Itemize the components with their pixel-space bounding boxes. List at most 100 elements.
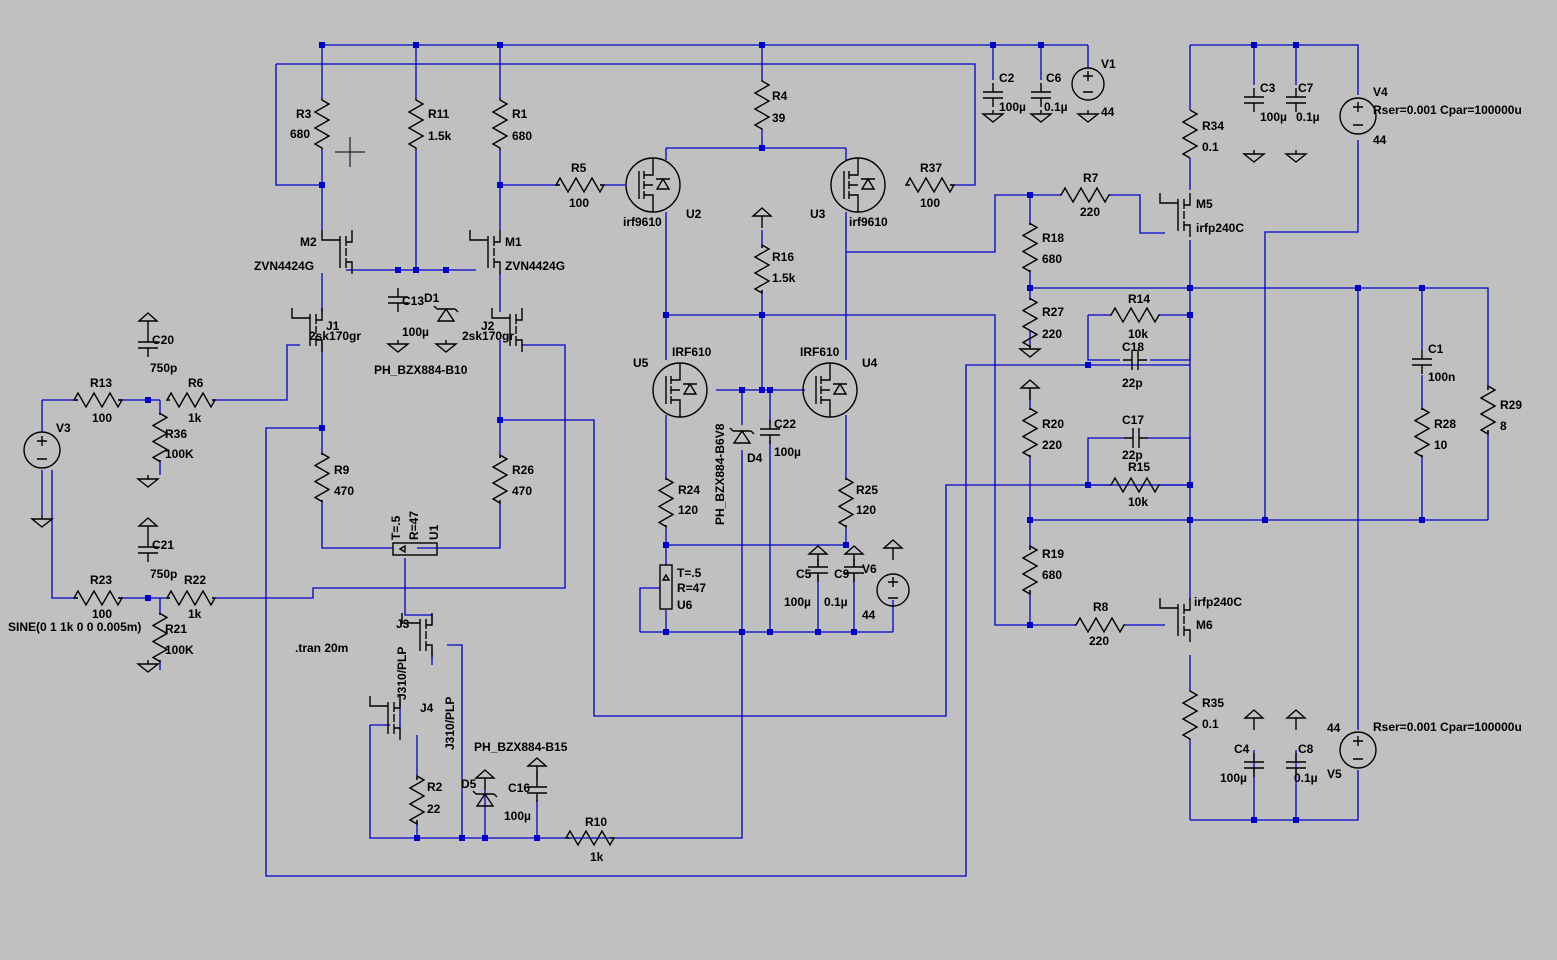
supply-arrow-icon: [751, 207, 773, 228]
junction-dot: [497, 182, 503, 188]
label-c17v: 22p: [1122, 448, 1143, 462]
label-r35v: 0.1: [1202, 717, 1219, 731]
junction-dot: [843, 542, 849, 548]
label-r1v: 680: [512, 129, 532, 143]
junction-dot: [1085, 482, 1091, 488]
label-c5v: 100µ: [784, 595, 811, 609]
label-u5: U5: [633, 356, 649, 370]
mosfet-body: [665, 363, 698, 417]
wire: [1190, 44, 1359, 95]
label-c6: C6: [1046, 71, 1062, 85]
label-r5v: 100: [569, 196, 589, 210]
label-c4v: 100µ: [1220, 771, 1247, 785]
wire: [1190, 287, 1489, 390]
junction-dot: [663, 312, 669, 318]
junction-dot: [739, 387, 745, 393]
label-d5: D5: [461, 777, 477, 791]
resistor-R26: [491, 453, 509, 505]
label-r20: R20: [1042, 417, 1064, 431]
wire: [666, 314, 1075, 626]
label-r10v: 1k: [590, 850, 604, 864]
label-c6v: 0.1µ: [1044, 100, 1068, 114]
wire: [1087, 437, 1124, 485]
capacitor-C1: [1412, 350, 1432, 374]
resistor-R10: [564, 829, 616, 847]
label-r26v: 470: [512, 484, 532, 498]
label-d1: D1: [424, 291, 440, 305]
capacitor-C21: [138, 538, 158, 562]
label-u4: U4: [862, 356, 878, 370]
label-c21v: 750p: [150, 567, 177, 581]
label-c8v: 0.1µ: [1294, 771, 1318, 785]
label-r28v: 10: [1434, 438, 1448, 452]
polarity-marks: [37, 436, 47, 460]
label-c1v: 100n: [1428, 370, 1455, 384]
ground-icon: [136, 660, 160, 673]
junction-dot: [1027, 192, 1033, 198]
resistor-R37: [904, 176, 956, 194]
label-r21v: 100K: [165, 643, 194, 657]
junction-dot: [759, 145, 765, 151]
label-r26: R26: [512, 463, 534, 477]
resistor-R7: [1060, 186, 1110, 204]
resistor-R19: [1021, 544, 1039, 596]
resistor-R35: [1181, 690, 1199, 740]
label-c2v: 100µ: [999, 100, 1026, 114]
label-c7: C7: [1298, 81, 1314, 95]
polarity-marks: [1083, 71, 1093, 93]
junction-dot: [534, 835, 540, 841]
label-r8: R8: [1093, 600, 1109, 614]
label-j1m: 2sk170gr: [309, 329, 361, 343]
label-v1v: 44: [1101, 105, 1115, 119]
label-r15: R15: [1128, 460, 1150, 474]
label-r29v: 8: [1500, 419, 1507, 433]
label-c16v: 100µ: [504, 809, 531, 823]
ground-icon: [1242, 150, 1266, 163]
mosfet-M5: [1159, 193, 1191, 237]
ground-icon: [386, 340, 410, 353]
resistor-R4: [753, 80, 771, 130]
wires: [41, 42, 1489, 877]
label-j2m: 2sk170gr: [462, 329, 514, 343]
label-v3: V3: [56, 421, 71, 435]
mosfet-body: [843, 158, 876, 212]
label-u2m: irf9610: [623, 215, 662, 229]
junction-dot: [413, 267, 419, 273]
wire: [1148, 437, 1191, 485]
capacitor-C2: [983, 83, 1003, 107]
polarity-marks: [888, 577, 898, 599]
polarity-marks: [1353, 736, 1363, 760]
junction-dot: [815, 629, 821, 635]
wire: [212, 344, 566, 599]
resistor-R1: [491, 98, 509, 150]
ground-icon: [981, 110, 1005, 123]
label-c20v: 750p: [150, 361, 177, 375]
junction-dot: [482, 835, 488, 841]
label-r3: R3: [296, 107, 312, 121]
label-c18: C18: [1122, 340, 1144, 354]
label-j2: J2: [481, 319, 495, 333]
potentiometer-U6: [659, 564, 673, 610]
label-v5p: Rser=0.001 Cpar=100000u: [1373, 720, 1522, 734]
capacitor-C20: [138, 333, 158, 357]
mosfet-body: [815, 363, 848, 417]
junction-dot: [1187, 285, 1193, 291]
resistor-R8: [1075, 616, 1125, 634]
label-c20: C20: [152, 333, 174, 347]
label-j1: J1: [326, 319, 340, 333]
label-r7v: 220: [1080, 205, 1100, 219]
label-u4m: IRF610: [800, 345, 840, 359]
junction-dot: [1187, 312, 1193, 318]
label-d5m: PH_BZX884-B15: [474, 740, 568, 754]
ground-icon: [1029, 110, 1053, 123]
label-r23: R23: [90, 573, 112, 587]
resistor-R34: [1181, 109, 1199, 159]
junction-dot: [759, 312, 765, 318]
supply-arrow-C21: [137, 517, 159, 538]
polarity-marks: [1353, 102, 1363, 126]
label-c18v: 22p: [1122, 376, 1143, 390]
junction-dot: [414, 835, 420, 841]
label-tran: .tran 20m: [295, 641, 348, 655]
ground-icon: [1284, 150, 1308, 163]
